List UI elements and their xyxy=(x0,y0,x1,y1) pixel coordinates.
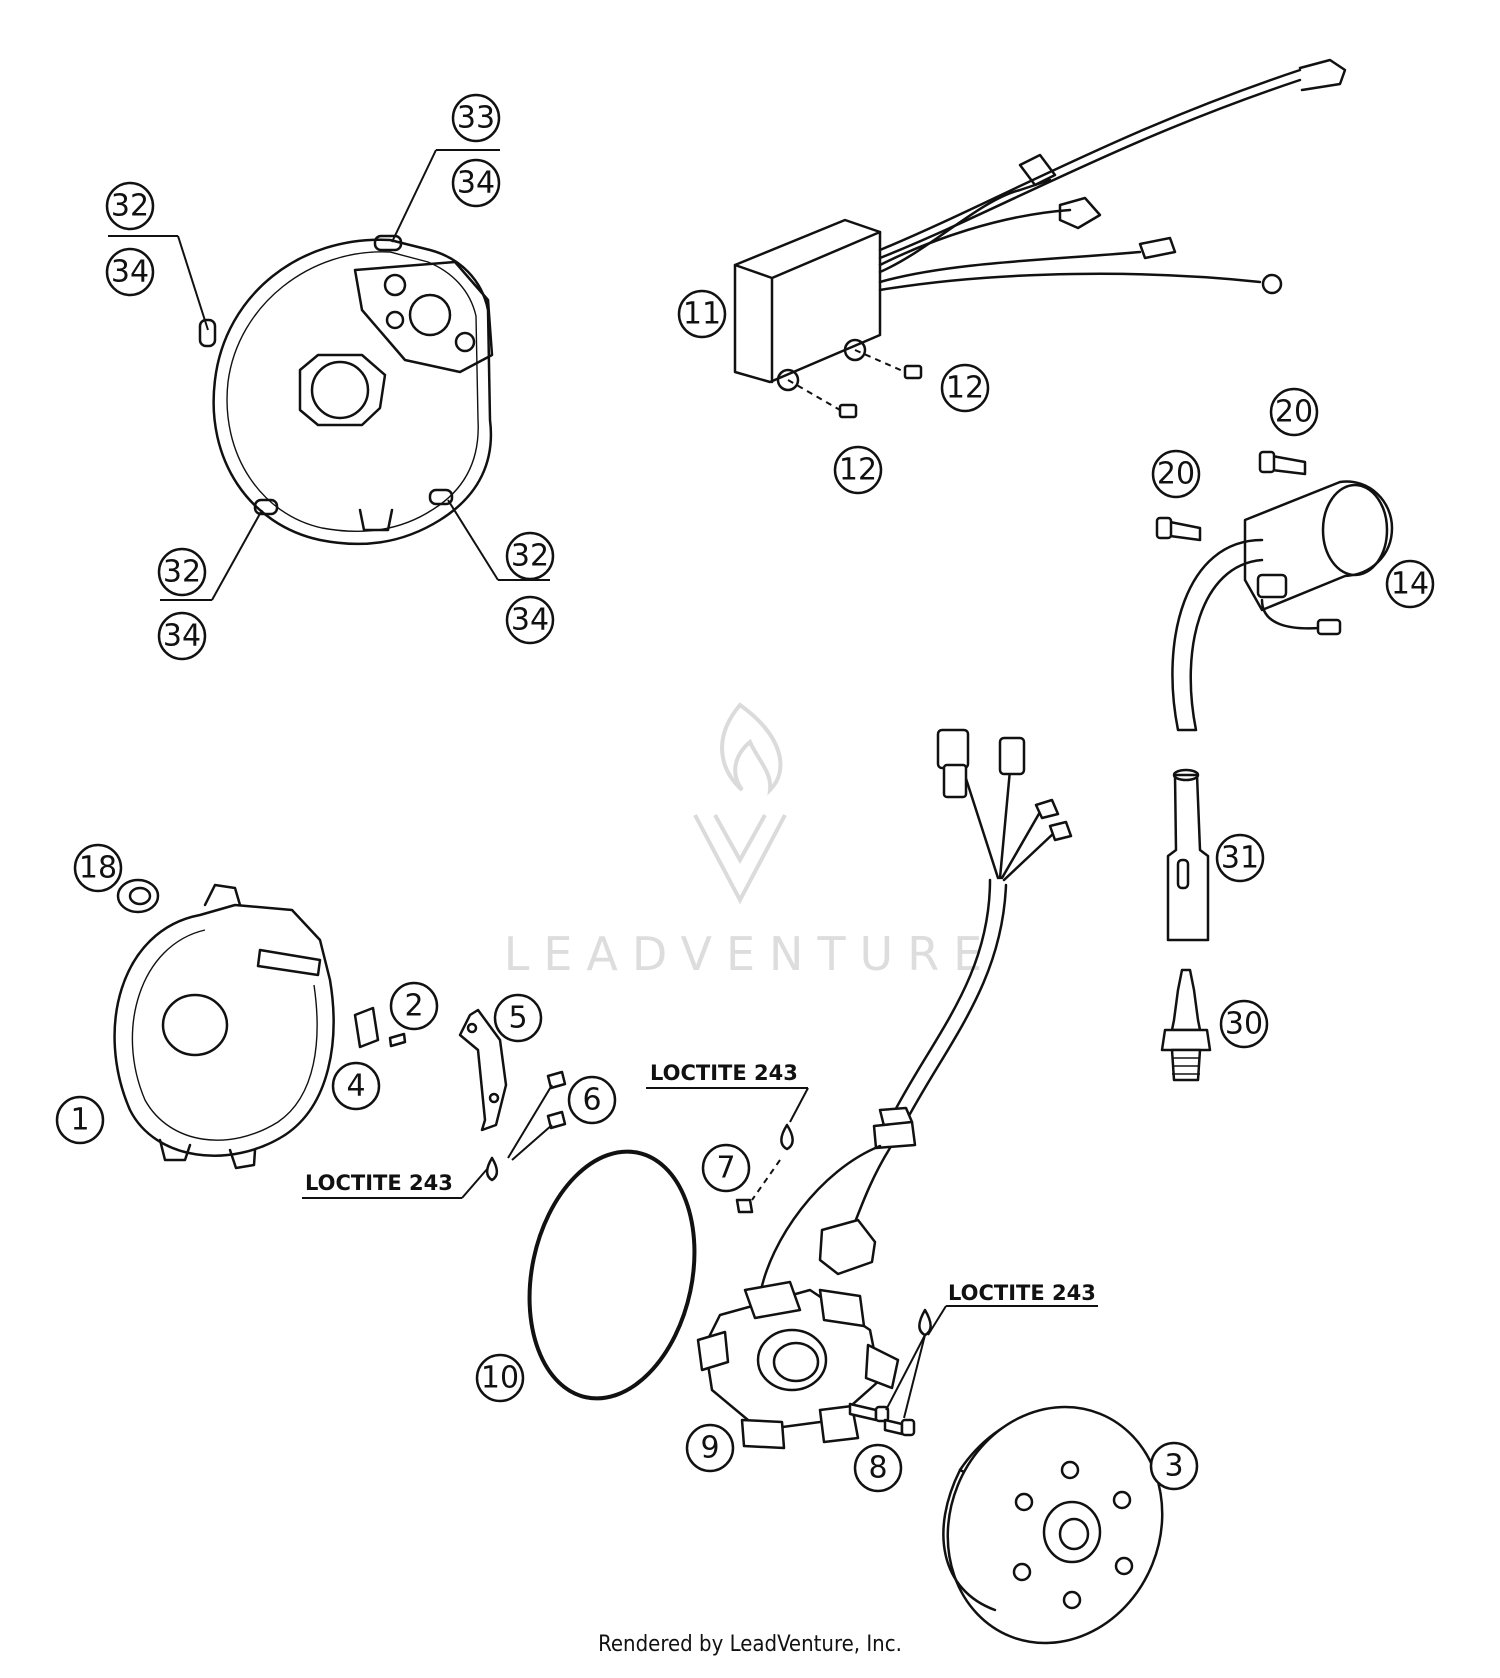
cdi-unit xyxy=(733,58,1347,392)
stator-screw-7 xyxy=(735,1159,781,1214)
loctite-drop-7 xyxy=(780,1123,794,1151)
callout-1: 1 xyxy=(55,1095,105,1145)
svg-text:4: 4 xyxy=(346,1069,365,1104)
svg-text:LOCTITE 243: LOCTITE 243 xyxy=(948,1281,1096,1305)
svg-text:32: 32 xyxy=(163,555,201,590)
callout-6: 6 xyxy=(567,1075,617,1125)
ignition-coil xyxy=(1171,480,1394,732)
svg-text:LOCTITE 243: LOCTITE 243 xyxy=(650,1061,798,1085)
svg-text:34: 34 xyxy=(511,603,549,638)
svg-text:2: 2 xyxy=(404,989,423,1024)
callout-11: 11 xyxy=(677,289,727,339)
svg-text:LOCTITE 243: LOCTITE 243 xyxy=(305,1171,453,1195)
svg-text:11: 11 xyxy=(683,297,721,332)
svg-text:20: 20 xyxy=(1157,457,1195,492)
callout-10: 10 xyxy=(475,1353,525,1403)
svg-text:9: 9 xyxy=(700,1431,719,1466)
cdi-mounting-screws xyxy=(787,349,923,419)
callout-3: 3 xyxy=(1149,1441,1199,1491)
callout-12-b: 12 xyxy=(833,445,883,495)
svg-text:32: 32 xyxy=(111,189,149,224)
loctite-note-3: LOCTITE 243 xyxy=(927,1281,1098,1336)
callout-31: 31 xyxy=(1215,833,1265,883)
loctite-drop-6 xyxy=(485,1156,499,1182)
svg-text:34: 34 xyxy=(111,255,149,290)
callout-5: 5 xyxy=(493,993,543,1043)
svg-text:30: 30 xyxy=(1225,1007,1263,1042)
watermark-logo: LEADVENTURE xyxy=(504,702,997,981)
gasket-leaders xyxy=(108,149,550,601)
callout-14: 14 xyxy=(1385,559,1435,609)
svg-text:20: 20 xyxy=(1275,395,1313,430)
seal-ring xyxy=(116,878,160,914)
callout-4: 4 xyxy=(331,1061,381,1111)
svg-text:10: 10 xyxy=(481,1361,519,1396)
svg-text:14: 14 xyxy=(1391,567,1429,602)
callout-34-top-left: 34 xyxy=(105,247,155,297)
callout-9: 9 xyxy=(685,1423,735,1473)
callout-8: 8 xyxy=(853,1443,903,1493)
callout-2: 2 xyxy=(389,981,439,1031)
flywheel xyxy=(942,1405,1164,1645)
svg-text:8: 8 xyxy=(868,1451,887,1486)
loctite-note-1: LOCTITE 243 xyxy=(302,1167,489,1199)
stator-screws xyxy=(848,1334,926,1437)
small-bracket xyxy=(353,1006,380,1049)
footer-credit: Rendered by LeadVenture, Inc. xyxy=(598,1632,902,1657)
callout-34-top-right: 34 xyxy=(451,158,501,208)
svg-text:12: 12 xyxy=(946,371,984,406)
callout-34-bottom-left: 34 xyxy=(157,611,207,661)
callout-12-a: 12 xyxy=(940,363,990,413)
ignition-cover xyxy=(113,883,335,1170)
small-screw xyxy=(388,1032,407,1048)
svg-text:34: 34 xyxy=(457,166,495,201)
coil-mounting-screws xyxy=(1155,450,1307,542)
callout-33: 33 xyxy=(451,93,501,143)
svg-text:5: 5 xyxy=(508,1001,527,1036)
svg-text:7: 7 xyxy=(716,1151,735,1186)
svg-text:34: 34 xyxy=(163,619,201,654)
ignition-cover-gasket xyxy=(198,234,494,546)
o-ring xyxy=(527,1149,697,1401)
callout-32-top-left: 32 xyxy=(105,181,155,231)
spark-plug-cap xyxy=(1166,768,1210,942)
cover-plate xyxy=(458,1008,508,1132)
callout-7: 7 xyxy=(701,1143,751,1193)
callout-20-a: 20 xyxy=(1269,387,1319,437)
svg-text:6: 6 xyxy=(582,1083,601,1118)
svg-text:12: 12 xyxy=(839,453,877,488)
callout-32-bottom-left: 32 xyxy=(157,547,207,597)
callout-32-bottom-right: 32 xyxy=(505,531,555,581)
loctite-note-2: LOCTITE 243 xyxy=(646,1061,809,1123)
stator xyxy=(696,1280,900,1450)
stator-wiring-harness xyxy=(758,728,1073,1297)
svg-text:31: 31 xyxy=(1221,841,1259,876)
svg-text:1: 1 xyxy=(70,1103,89,1138)
callout-34-bottom-right: 34 xyxy=(505,595,555,645)
svg-text:33: 33 xyxy=(457,101,495,136)
callout-20-b: 20 xyxy=(1151,449,1201,499)
watermark-text: LEADVENTURE xyxy=(504,927,997,981)
svg-text:18: 18 xyxy=(79,851,117,886)
callout-30: 30 xyxy=(1219,999,1269,1049)
loctite-drop-8 xyxy=(918,1308,932,1337)
callout-18: 18 xyxy=(73,843,123,893)
svg-text:3: 3 xyxy=(1164,1449,1183,1484)
cover-plate-screws xyxy=(507,1070,567,1161)
svg-text:32: 32 xyxy=(511,539,549,574)
spark-plug xyxy=(1160,968,1212,1082)
